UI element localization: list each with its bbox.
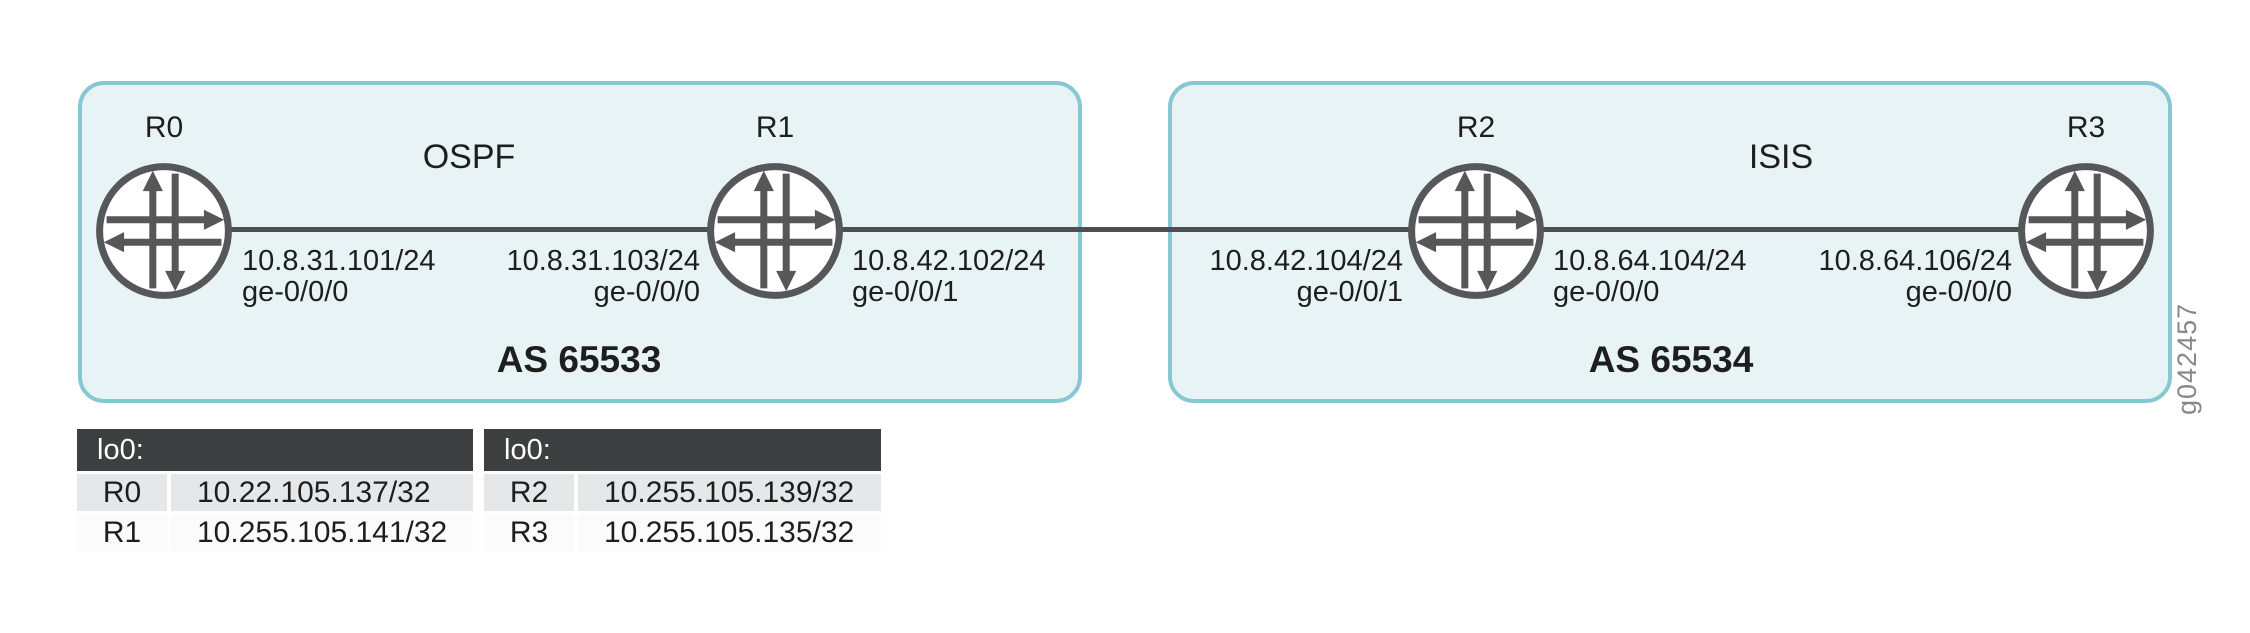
address-cell: 10.255.105.141/32: [171, 514, 473, 551]
juniper-router-icon: [2018, 163, 2154, 299]
table-row: R0 10.22.105.137/32: [77, 474, 473, 511]
router-icon-r3: [2016, 161, 2156, 301]
router-cell: R3: [484, 514, 574, 551]
router-cell: R1: [77, 514, 167, 551]
as-number-label-65533: AS 65533: [496, 339, 662, 380]
table-row: R1 10.255.105.141/32: [77, 514, 473, 551]
router-label-r2: R2: [1456, 111, 1496, 144]
interface-port: ge-0/0/0: [242, 276, 349, 308]
table-header: lo0:: [484, 429, 881, 471]
table-row: R3 10.255.105.135/32: [484, 514, 881, 551]
router-icon-r0: [94, 161, 234, 301]
router-label-r1: R1: [755, 111, 795, 144]
loopback-table-r0-r1: lo0: R0 10.22.105.137/32 R1 10.255.105.1…: [77, 429, 473, 551]
interface-port: ge-0/0/1: [852, 276, 959, 308]
interface-ip: 10.8.31.103/24: [506, 245, 700, 277]
address-cell: 10.22.105.137/32: [171, 474, 473, 511]
router-label-r0: R0: [144, 111, 184, 144]
network-link-line: [164, 227, 2086, 232]
juniper-router-icon: [1408, 163, 1544, 299]
interface-label-r1-ge000: 10.8.31.103/24 ge-0/0/0: [440, 246, 700, 308]
interface-label-r0-ge000: 10.8.31.101/24 ge-0/0/0: [242, 246, 502, 308]
address-cell: 10.255.105.135/32: [578, 514, 881, 551]
protocol-label-ospf: OSPF: [422, 138, 516, 176]
interface-port: ge-0/0/0: [1905, 276, 2012, 308]
interface-ip: 10.8.64.106/24: [1818, 245, 2012, 277]
interface-ip: 10.8.42.102/24: [852, 245, 1046, 277]
interface-ip: 10.8.42.104/24: [1209, 245, 1403, 277]
interface-label-r1-ge001: 10.8.42.102/24 ge-0/0/1: [852, 246, 1112, 308]
interface-port: ge-0/0/1: [1296, 276, 1403, 308]
interface-port: ge-0/0/0: [1553, 276, 1660, 308]
table-header: lo0:: [77, 429, 473, 471]
as-65534-area-box: [1168, 81, 2172, 403]
router-cell: R0: [77, 474, 167, 511]
router-icon-r1: [705, 161, 845, 301]
interface-port: ge-0/0/0: [593, 276, 700, 308]
as-65533-area-box: [78, 81, 1082, 403]
loopback-table-r2-r3: lo0: R2 10.255.105.139/32 R3 10.255.105.…: [484, 429, 881, 551]
router-cell: R2: [484, 474, 574, 511]
juniper-router-icon: [96, 163, 232, 299]
protocol-label-isis: ISIS: [1748, 138, 1814, 176]
address-cell: 10.255.105.139/32: [578, 474, 881, 511]
as-number-label-65534: AS 65534: [1588, 339, 1754, 380]
interface-ip: 10.8.31.101/24: [242, 245, 436, 277]
interface-label-r2-ge001: 10.8.42.104/24 ge-0/0/1: [1143, 246, 1403, 308]
router-icon-r2: [1406, 161, 1546, 301]
interface-label-r2-ge000: 10.8.64.104/24 ge-0/0/0: [1553, 246, 1813, 308]
table-row: R2 10.255.105.139/32: [484, 474, 881, 511]
juniper-router-icon: [707, 163, 843, 299]
interface-label-r3-ge000: 10.8.64.106/24 ge-0/0/0: [1752, 246, 2012, 308]
router-label-r3: R3: [2066, 111, 2106, 144]
figure-id-label: g042457: [2172, 302, 2202, 415]
interface-ip: 10.8.64.104/24: [1553, 245, 1747, 277]
